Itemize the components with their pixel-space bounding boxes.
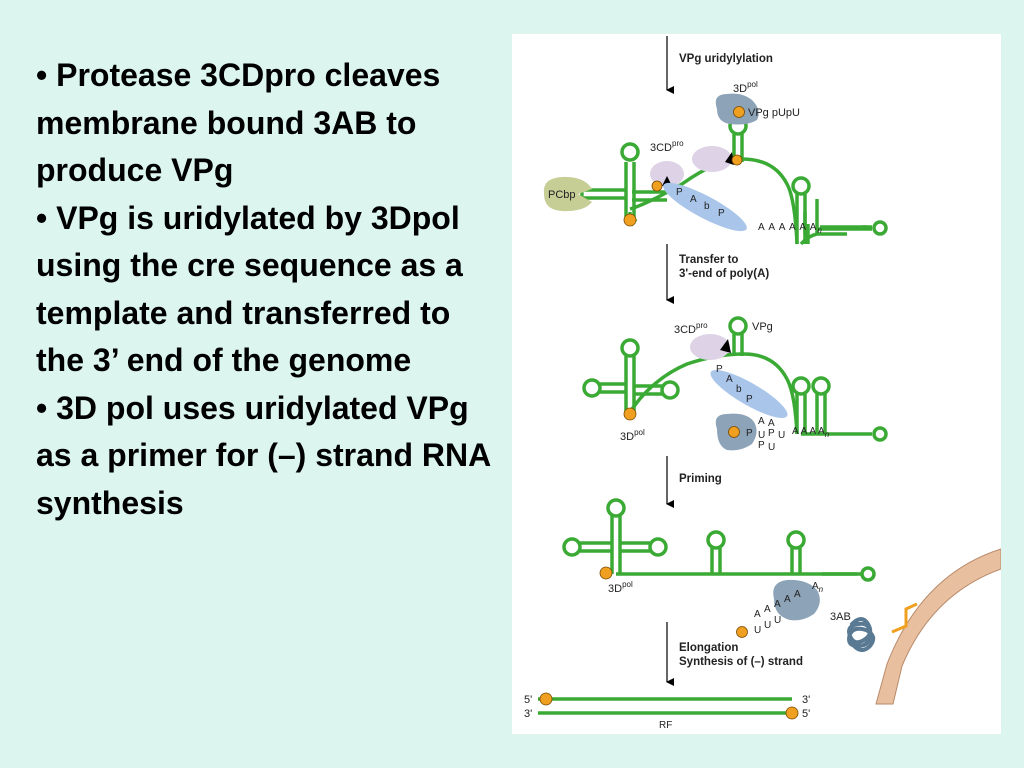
svg-text:U: U: [774, 615, 781, 626]
diagram-panel: VPg uridylylation Transfer to 3'-end of …: [512, 34, 1001, 734]
svg-text:A: A: [754, 609, 761, 620]
pcbp-label: PCbp: [548, 189, 576, 201]
vpg-label-2: VPg: [752, 321, 773, 333]
rf-3prime-right: 3': [802, 694, 810, 706]
polya-label-1: A A A A A An: [758, 222, 823, 235]
vpg-rf-right: [785, 706, 799, 720]
bullet-list: • Protease 3CDpro cleaves membrane bound…: [36, 52, 496, 527]
replication-diagram: VPg uridylylation Transfer to 3'-end of …: [524, 36, 1001, 731]
stage-priming: 3Dpol An A A A A A U U U 3AB: [562, 498, 1001, 705]
pcbp-protein: [543, 176, 592, 212]
rf-3prime-left: 3': [524, 708, 532, 720]
step-2-arrow: Transfer to 3'-end of poly(A): [666, 244, 769, 304]
svg-text:P: P: [716, 364, 723, 375]
stage-uridylylation: VPg pUpU 3Dpol 3CDpro PCbp P A b P A A A…: [543, 80, 888, 246]
step-3-arrow: Priming: [666, 456, 722, 508]
step-4-label-b: Synthesis of (–) strand: [679, 656, 803, 668]
3cdpro-label-2: 3CDpro: [674, 321, 708, 336]
step-2-label-a: Transfer to: [679, 254, 738, 266]
svg-text:U: U: [778, 430, 785, 441]
3ab-anchor: [891, 602, 918, 634]
pabp-protein-1: [663, 182, 747, 232]
bullet-1: • Protease 3CDpro cleaves membrane bound…: [36, 57, 441, 188]
3dpol-label-2: 3Dpol: [620, 428, 645, 443]
svg-text:A: A: [784, 594, 791, 605]
step-4-label-a: Elongation: [679, 642, 738, 654]
3dpol-label-1: 3Dpol: [733, 80, 758, 95]
vpg-5prime-1: [623, 213, 637, 227]
svg-text:A: A: [794, 589, 801, 600]
svg-text:P: P: [746, 428, 753, 439]
rf-label: RF: [659, 720, 672, 731]
vpg-pupu-label: VPg pUpU: [748, 107, 800, 119]
svg-text:P: P: [718, 208, 725, 219]
svg-text:P: P: [758, 440, 765, 451]
svg-text:U: U: [758, 430, 765, 441]
cloverleaf-2: [582, 316, 888, 442]
vpg-primer: [736, 626, 748, 638]
membrane: [875, 548, 1001, 705]
svg-text:A: A: [690, 194, 697, 205]
svg-text:P: P: [768, 428, 775, 439]
svg-text:A: A: [768, 418, 775, 429]
rf-5prime-left: 5': [524, 694, 532, 706]
3dpol-label-3: 3Dpol: [608, 580, 633, 595]
3cdpro-protein-2: [690, 334, 730, 360]
svg-text:A: A: [764, 604, 771, 615]
svg-text:b: b: [736, 384, 742, 395]
svg-text:U: U: [754, 625, 761, 636]
svg-text:A: A: [774, 599, 781, 610]
vpg-rf-left: [539, 692, 553, 706]
stage-elongation: 5' 3' 3' 5' RF: [524, 692, 810, 731]
vpg-5prime-3: [599, 566, 613, 580]
3cdpro-protein-1: [692, 146, 732, 172]
svg-text:An: An: [812, 581, 824, 594]
bullet-3: • 3D pol uses uridylated VPg as a primer…: [36, 389, 491, 521]
svg-text:P: P: [676, 187, 683, 198]
3ab-label: 3AB: [830, 611, 851, 623]
step-2-label-b: 3'-end of poly(A): [679, 268, 769, 280]
rf-5prime-right: 5': [802, 708, 810, 720]
step-4-arrow: Elongation Synthesis of (–) strand: [666, 622, 803, 686]
svg-text:U: U: [768, 442, 775, 453]
3cdpro-label-1: 3CDpro: [650, 139, 684, 154]
svg-text:A: A: [758, 416, 765, 427]
svg-text:P: P: [746, 394, 753, 405]
pabp-protein-2: [710, 370, 788, 418]
cloverleaf-3: [562, 498, 876, 582]
svg-text:U: U: [764, 620, 771, 631]
3ab-protein: [847, 617, 876, 652]
step-3-label: Priming: [679, 473, 722, 485]
svg-text:b: b: [704, 201, 710, 212]
vpg-1: [733, 106, 745, 118]
3dpol-protein-3: [773, 579, 820, 621]
step-1-arrow: VPg uridylylation: [666, 36, 773, 94]
svg-text:A: A: [726, 374, 733, 385]
step-1-label: VPg uridylylation: [679, 53, 773, 65]
vpg-5prime-2: [623, 407, 637, 421]
bullet-2: • VPg is uridylated by 3Dpol using the c…: [36, 199, 463, 379]
